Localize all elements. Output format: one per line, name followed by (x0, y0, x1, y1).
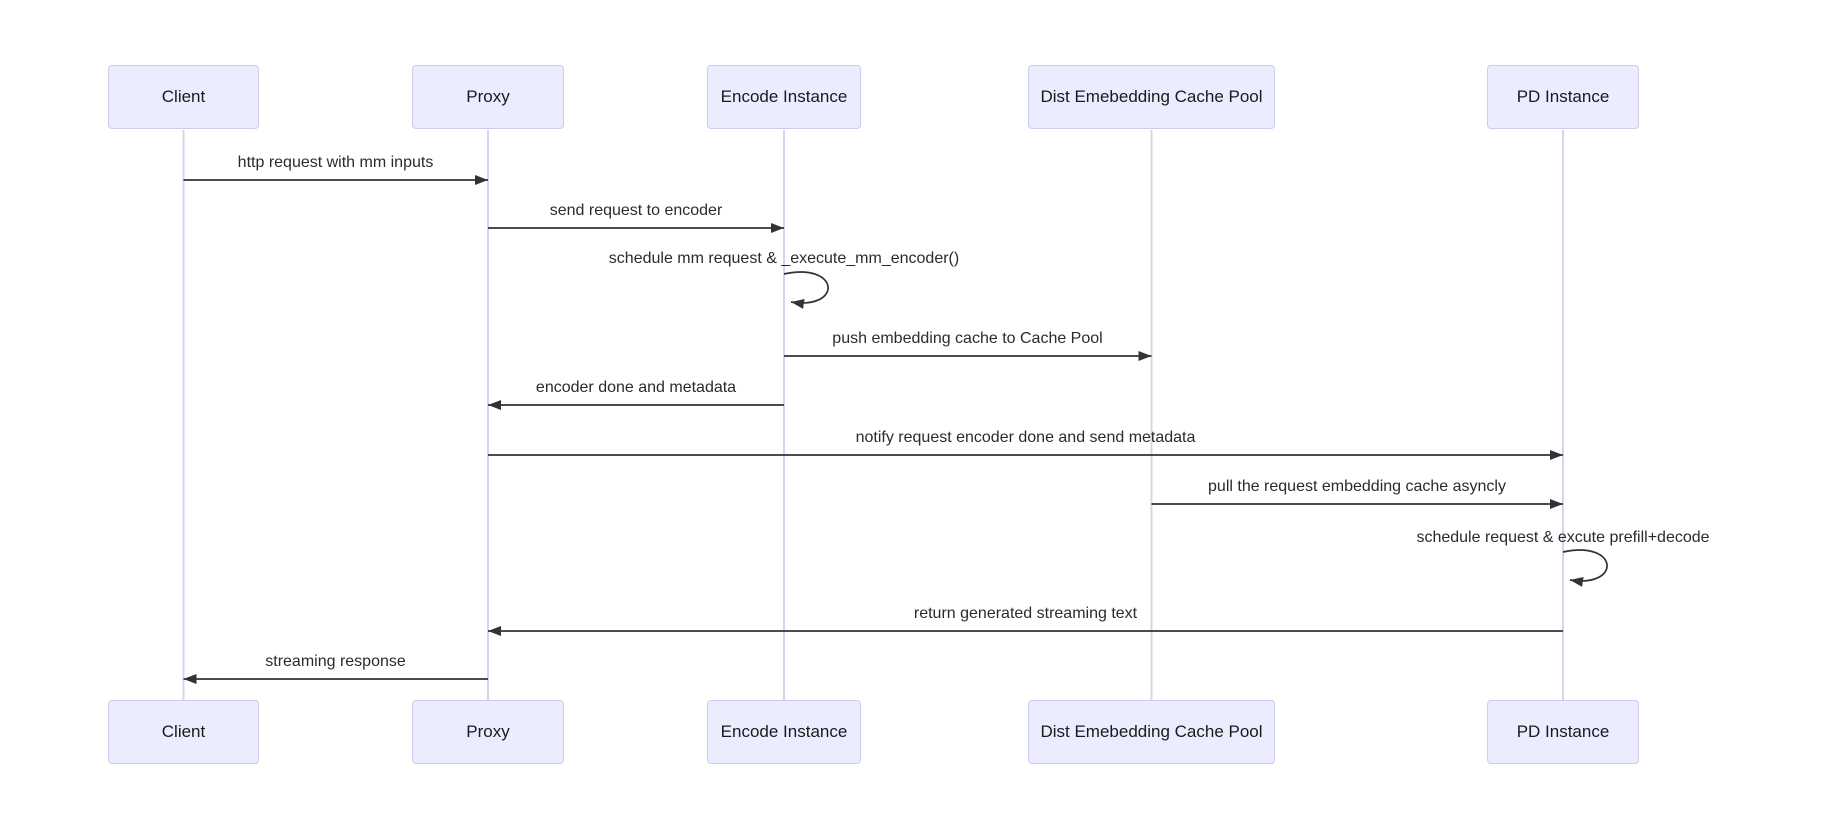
message-label-send-request-to-encoder: send request to encoder (549, 202, 723, 219)
actor-box-pd-instance-top: PD Instance (1487, 65, 1639, 129)
self-loop-schedule-prefill-decode (1562, 549, 1608, 587)
actor-box-encode-instance-bottom: Encode Instance (707, 700, 861, 764)
self-loop-schedule-mm-request (783, 271, 829, 309)
message-label-schedule-mm-request: schedule mm request & _execute_mm_encode… (608, 250, 960, 267)
message-label-schedule-prefill-decode: schedule request & excute prefill+decode (1416, 529, 1710, 546)
actor-label-pd-instance: PD Instance (1516, 87, 1610, 106)
actor-box-encode-instance-top: Encode Instance (707, 65, 861, 129)
actor-box-client-bottom: Client (108, 700, 259, 764)
message-label-streaming-response: streaming response (265, 653, 406, 670)
actor-box-proxy-bottom: Proxy (412, 700, 564, 764)
actor-label-proxy: Proxy (466, 87, 510, 106)
actor-label-encode-instance: Encode Instance (720, 87, 848, 106)
actor-box-proxy-top: Proxy (412, 65, 564, 129)
message-label-encoder-done: encoder done and metadata (535, 379, 737, 396)
actor-label-proxy-bottom: Proxy (466, 722, 510, 741)
actor-label-dist-embedding-cache-pool-bottom: Dist Emebedding Cache Pool (1040, 722, 1263, 741)
actor-label-client: Client (161, 87, 206, 106)
actor-label-dist-embedding-cache-pool: Dist Emebedding Cache Pool (1040, 87, 1263, 106)
message-label-return-streaming-text: return generated streaming text (913, 605, 1138, 622)
actor-label-encode-instance-bottom: Encode Instance (720, 722, 848, 741)
actor-label-client-bottom: Client (161, 722, 206, 741)
actor-box-dist-embedding-cache-pool-bottom: Dist Emebedding Cache Pool (1028, 700, 1275, 764)
message-label-http-request: http request with mm inputs (237, 154, 434, 171)
actor-box-dist-embedding-cache-pool-top: Dist Emebedding Cache Pool (1028, 65, 1275, 129)
message-label-pull-embedding-cache: pull the request embedding cache asyncly (1208, 478, 1506, 495)
message-label-notify-encoder-done: notify request encoder done and send met… (855, 429, 1196, 446)
message-label-push-embedding-cache: push embedding cache to Cache Pool (832, 330, 1103, 347)
actor-box-client-top: Client (108, 65, 259, 129)
actor-box-pd-instance-bottom: PD Instance (1487, 700, 1639, 764)
actor-label-pd-instance-bottom: PD Instance (1516, 722, 1610, 741)
